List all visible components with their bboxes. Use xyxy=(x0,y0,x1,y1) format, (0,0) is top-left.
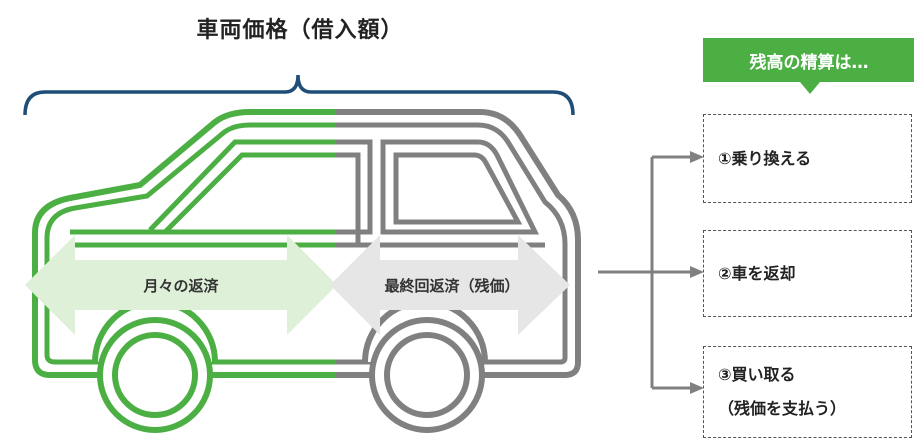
option-trade-in-label: ①乗り換える xyxy=(718,148,812,168)
option-buyout-sublabel: （残価を支払う） xyxy=(718,399,847,418)
option-buyout-label: ③買い取る xyxy=(718,365,796,384)
option-return-car-label: ②車を返却 xyxy=(718,263,796,283)
monthly-payment-label: 月々の返済 xyxy=(142,277,219,295)
option-trade-in: ①乗り換える xyxy=(703,114,912,203)
arrowhead-opt1 xyxy=(690,151,704,163)
car-body-green xyxy=(32,109,336,433)
settlement-callout: 残高の精算は… xyxy=(703,38,914,82)
final-payment-arrow xyxy=(330,235,570,335)
arrowhead-opt3 xyxy=(690,382,704,394)
page-title: 車両価格（借入額） xyxy=(196,18,404,43)
option-return-car: ②車を返却 xyxy=(703,230,912,317)
option-buyout: ③買い取る （残価を支払う） xyxy=(703,346,912,438)
monthly-payment-arrow xyxy=(25,235,337,335)
arrowhead-opt2 xyxy=(690,266,704,278)
callout-tail xyxy=(800,82,820,94)
connector-lines xyxy=(598,155,690,390)
price-brace xyxy=(23,74,575,116)
final-payment-label: 最終回返済（残価） xyxy=(384,277,519,295)
